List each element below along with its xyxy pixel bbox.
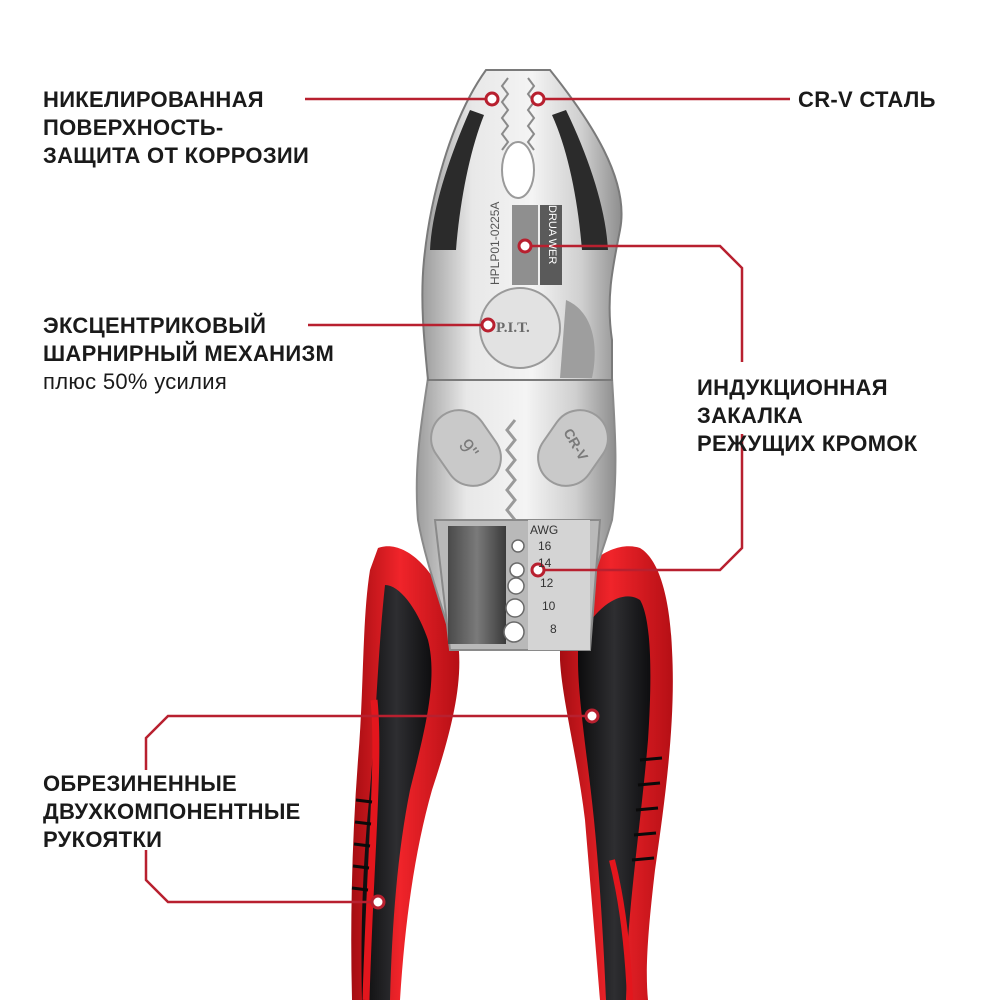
callout-line: ИНДУКЦИОННАЯ (697, 375, 888, 400)
pliers-lower-body (415, 377, 617, 651)
brand-plate-engraving: DRUA WER (546, 205, 558, 264)
callout-nickel-plating: НИКЕЛИРОВАННАЯ ПОВЕРХНОСТЬ- ЗАЩИТА ОТ КО… (43, 86, 309, 170)
callout-rubber-handles: ОБРЕЗИНЕННЫЕ ДВУХКОМПОНЕНТНЫЕ РУКОЯТКИ (43, 770, 301, 854)
callout-line: ДВУХКОМПОНЕНТНЫЕ (43, 799, 301, 824)
awg-title: AWG (530, 523, 558, 537)
callout-dot-induction-top (517, 238, 533, 254)
callout-dots (370, 91, 600, 910)
callout-dot-crv (530, 91, 546, 107)
awg-value: 12 (540, 576, 554, 590)
callout-crv-steel: CR-V СТАЛЬ (798, 86, 936, 114)
pivot-logo: P.I.T. (496, 320, 530, 336)
callout-eccentric-hinge: ЭКСЦЕНТРИКОВЫЙ ШАРНИРНЫЙ МЕХАНИЗМ плюс 5… (43, 312, 334, 396)
callout-subtext: плюс 50% усилия (43, 369, 228, 394)
callout-line: РЕЖУЩИХ КРОМОК (697, 431, 918, 456)
callout-line: РУКОЯТКИ (43, 827, 163, 852)
awg-value: 8 (550, 622, 557, 636)
callout-induction-hardening: ИНДУКЦИОННАЯ ЗАКАЛКА РЕЖУЩИХ КРОМОК (697, 374, 917, 458)
callout-lines (144, 97, 790, 904)
callout-line: ЭКСЦЕНТРИКОВЫЙ (43, 313, 267, 338)
awg-value: 10 (542, 599, 556, 613)
awg-value: 16 (538, 539, 552, 553)
callout-dot-handle-right (584, 708, 600, 724)
callout-line: НИКЕЛИРОВАННАЯ (43, 87, 264, 112)
callout-line: ШАРНИРНЫЙ МЕХАНИЗМ (43, 341, 335, 366)
callout-line: ПОВЕРХНОСТЬ- (43, 115, 224, 140)
callout-dot-eccentric (480, 317, 496, 333)
model-engraving: HPLP01-0225A (488, 202, 502, 285)
right-handle (560, 546, 673, 1000)
callout-dot-nickel (484, 91, 500, 107)
callout-line: CR-V СТАЛЬ (798, 87, 936, 112)
awg-value: 14 (538, 556, 552, 570)
callout-line: ЗАКАЛКА (697, 403, 804, 428)
callout-dot-handle-left (370, 894, 386, 910)
callout-dot-induction-bottom (530, 562, 546, 578)
callout-line: ЗАЩИТА ОТ КОРРОЗИИ (43, 143, 310, 168)
pliers-head (421, 69, 623, 381)
callout-line: ОБРЕЗИНЕННЫЕ (43, 771, 238, 796)
